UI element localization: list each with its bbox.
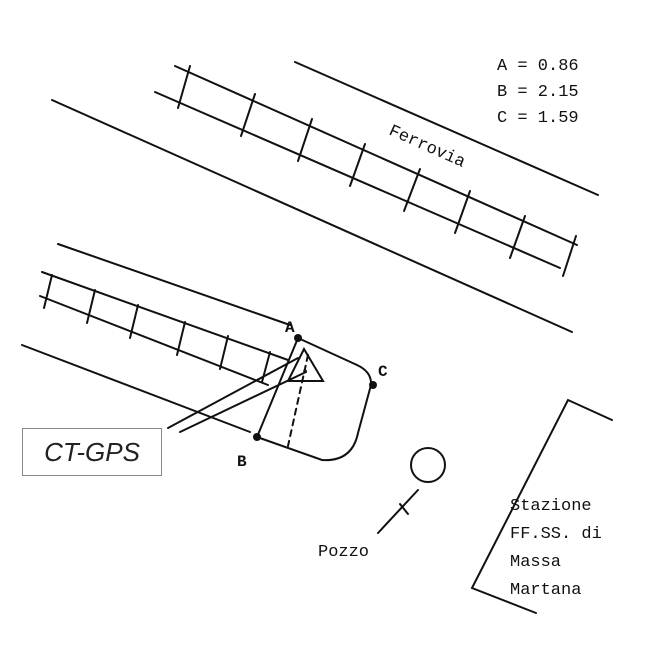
point-c-label: C	[378, 363, 388, 381]
well-leader-tick	[399, 503, 409, 515]
well-leader-line	[377, 489, 419, 534]
railway-top-line	[294, 61, 599, 196]
ctgps-label-box: CT-GPS	[22, 428, 162, 476]
platform-dashed-line	[287, 354, 309, 447]
ctgps-label: CT-GPS	[44, 436, 140, 467]
siding-outer-bottom	[21, 344, 251, 433]
legend-a: A = 0.86	[497, 57, 579, 76]
point-a-marker	[294, 334, 302, 342]
point-c-marker	[369, 381, 377, 389]
ctgps-leader-lower	[179, 371, 307, 433]
siding-rail-lower	[39, 295, 269, 386]
platform-outline	[255, 336, 373, 462]
legend-c: C = 1.59	[497, 109, 579, 128]
track-rail-upper	[174, 65, 578, 246]
track-rail-lower	[154, 91, 561, 269]
station-label-line1: Stazione	[510, 497, 592, 516]
ctgps-leader-upper	[167, 357, 299, 429]
siding-rail-upper	[41, 271, 289, 361]
well-label: Pozzo	[318, 543, 369, 562]
siding-outer-top	[57, 243, 291, 326]
well-circle-icon	[410, 447, 446, 483]
gps-center-dot	[303, 369, 307, 373]
legend-b: B = 2.15	[497, 83, 579, 102]
track-sleepers	[177, 65, 577, 277]
station-label-line3: Massa	[510, 553, 562, 572]
point-b-marker	[253, 433, 261, 441]
point-a-label: A	[285, 319, 295, 337]
station-label-line4: Martana	[510, 581, 582, 600]
point-b-label: B	[237, 453, 247, 471]
gps-triangle-icon	[286, 346, 325, 382]
railway-outer-line	[51, 99, 573, 333]
station-building-outline	[470, 398, 613, 614]
station-label-line2: FF.SS. di	[510, 525, 602, 544]
